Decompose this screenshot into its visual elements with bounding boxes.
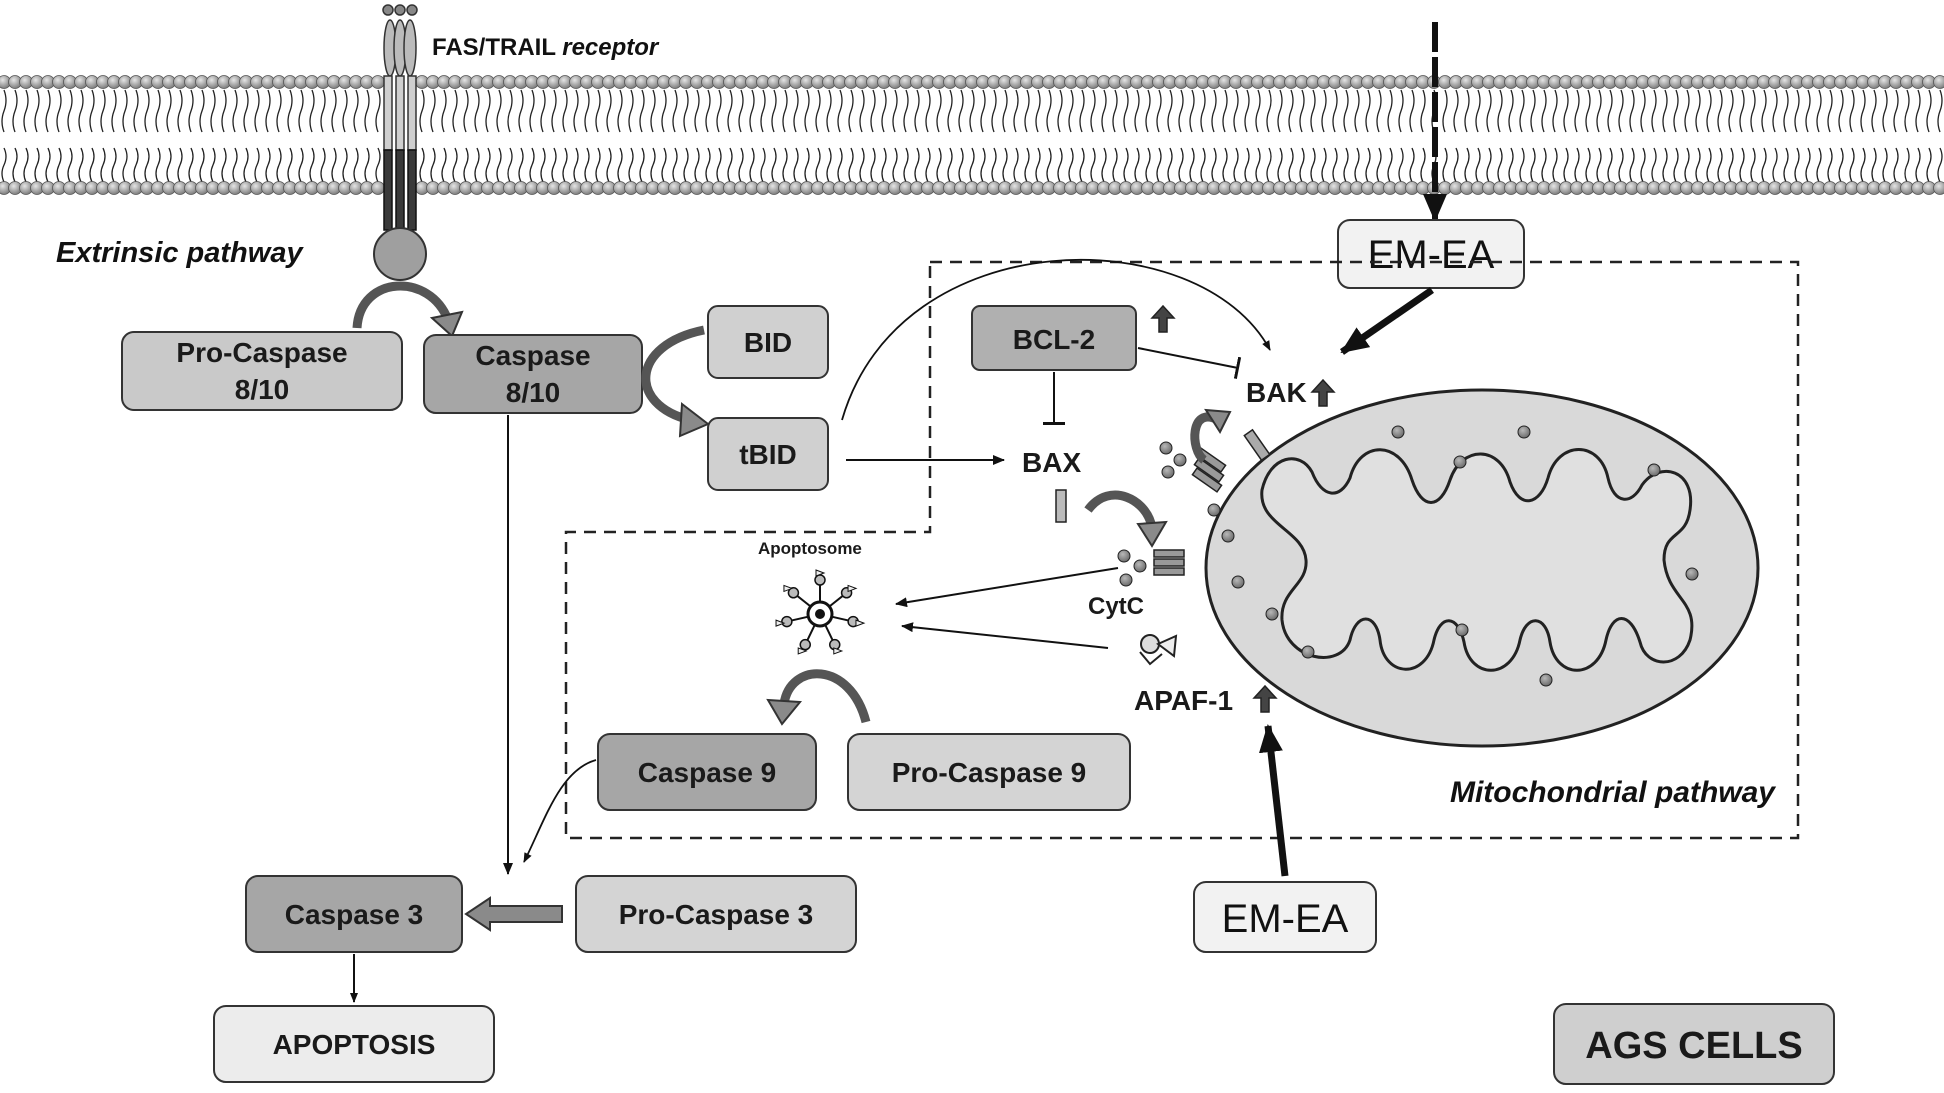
activation-arrowhead-caspase-8	[432, 312, 462, 336]
pro-caspase-9-box: Pro-Caspase 9	[848, 734, 1130, 810]
bak-upregulation-icon	[1312, 380, 1334, 406]
svg-text:8/10: 8/10	[506, 377, 561, 408]
bid-to-tbid-arrow	[646, 330, 704, 420]
caspase-9-box: Caspase 9	[598, 734, 816, 810]
svg-text:BID: BID	[744, 327, 792, 358]
ags-cells-box: AGS CELLS	[1554, 1004, 1834, 1084]
bid-to-tbid-arrowhead	[680, 404, 708, 436]
pro-caspase-8-10-box: Pro-Caspase 8/10	[122, 332, 402, 410]
em-ea-to-bak-arrow	[1342, 290, 1432, 352]
bcl2-box: BCL-2	[972, 306, 1136, 370]
bax-translocation-arrowhead	[1138, 522, 1166, 546]
apaf1-icon	[1140, 635, 1176, 664]
apaf1-label: APAF-1	[1134, 685, 1233, 716]
pro-caspase-9-to-caspase-9-arrow	[784, 674, 866, 722]
svg-text:Pro-Caspase 9: Pro-Caspase 9	[892, 757, 1087, 788]
fas-trail-receptor	[374, 5, 426, 280]
svg-text:Pro-Caspase: Pro-Caspase	[176, 337, 347, 368]
bid-box: BID	[708, 306, 828, 378]
em-ea-bottom-box: EM-EA	[1194, 882, 1376, 952]
svg-text:tBID: tBID	[739, 439, 797, 470]
pro-caspase-3-box: Pro-Caspase 3	[576, 876, 856, 952]
svg-text:Caspase 3: Caspase 3	[285, 899, 424, 930]
apoptosome-icon	[776, 570, 864, 654]
svg-text:Caspase 9: Caspase 9	[638, 757, 777, 788]
cytc-to-apoptosome-arrow	[896, 568, 1118, 604]
pro-caspase-3-to-caspase-3-arrow	[466, 898, 562, 930]
bak-label: BAK	[1246, 377, 1307, 408]
svg-text:BCL-2: BCL-2	[1013, 324, 1095, 355]
caspase-3-box: Caspase 3	[246, 876, 462, 952]
mitochondrion	[1206, 390, 1758, 746]
activation-arrow-caspase-8	[357, 286, 448, 328]
apoptosome-label: Apoptosome	[758, 539, 862, 558]
extrinsic-pathway-label: Extrinsic pathway	[56, 237, 304, 269]
bcl2-upregulation-icon	[1152, 306, 1174, 332]
caspase-9-to-caspase-3-arrow	[524, 760, 596, 862]
bax-label: BAX	[1022, 447, 1081, 478]
apaf1-to-apoptosome-arrow	[902, 626, 1108, 648]
bax-pore	[1154, 550, 1184, 575]
bcl2-inhibits-bak	[1138, 348, 1238, 368]
pro-caspase-9-to-caspase-9-arrowhead	[768, 700, 800, 724]
apoptosis-box: APOPTOSIS	[214, 1006, 494, 1082]
em-ea-to-apaf1-arrow	[1268, 726, 1285, 876]
mitochondrial-pathway-label: Mitochondrial pathway	[1450, 776, 1776, 809]
caspase-8-10-box: Caspase 8/10	[424, 335, 642, 413]
cell-membrane	[0, 76, 1944, 195]
tbid-box: tBID	[708, 418, 828, 490]
cytc-label: CytC	[1088, 593, 1144, 620]
svg-text:Pro-Caspase 3: Pro-Caspase 3	[619, 899, 814, 930]
svg-text:Caspase: Caspase	[475, 340, 590, 371]
bax-monomer	[1056, 490, 1066, 522]
svg-text:AGS CELLS: AGS CELLS	[1585, 1025, 1802, 1067]
apaf1-upregulation-icon	[1254, 686, 1276, 712]
svg-text:EM-EA: EM-EA	[1222, 897, 1349, 941]
receptor-label: FAS/TRAIL receptor	[432, 34, 660, 61]
svg-text:8/10: 8/10	[235, 374, 290, 405]
svg-text:APOPTOSIS: APOPTOSIS	[273, 1029, 436, 1060]
em-ea-top-box: EM-EA	[1368, 233, 1495, 277]
bak-channel	[1244, 430, 1269, 460]
